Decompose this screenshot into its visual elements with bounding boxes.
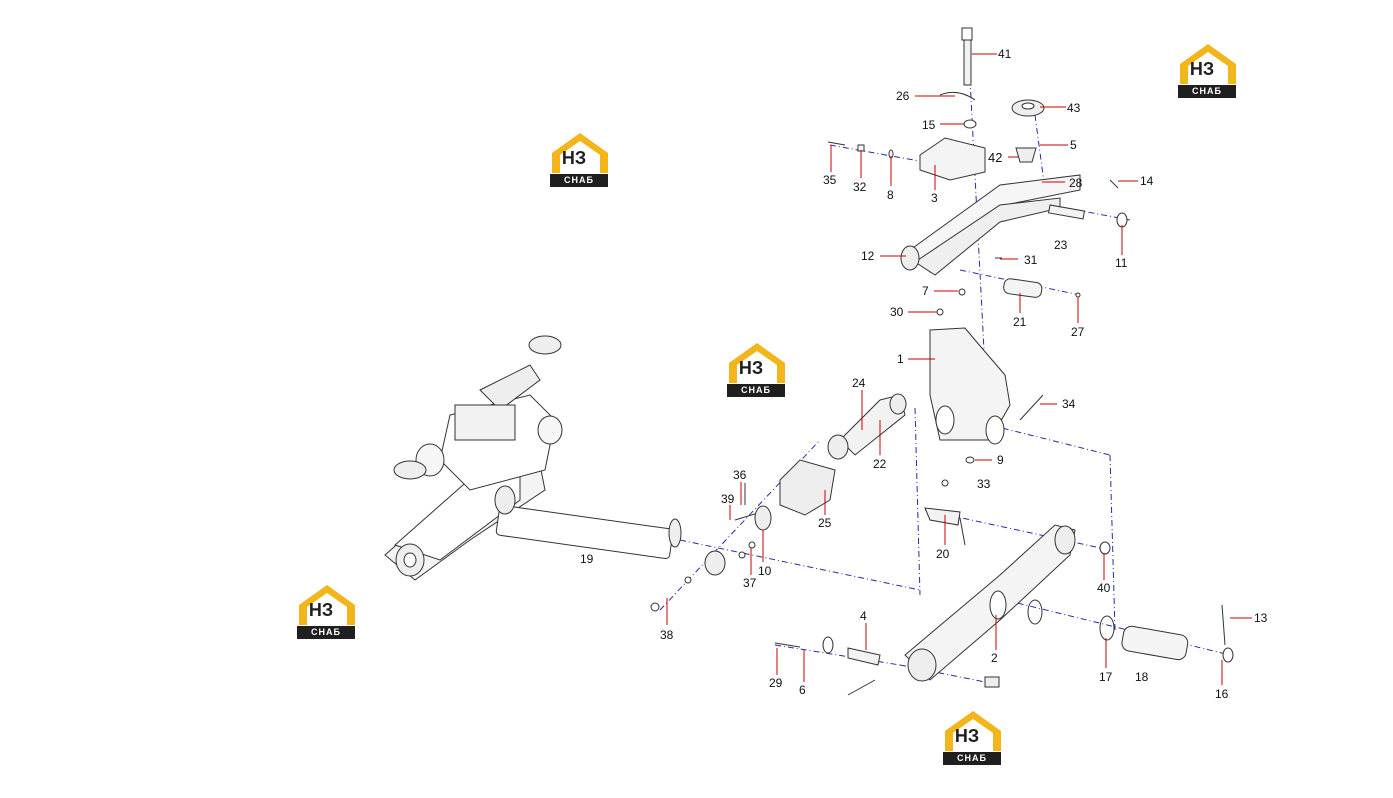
callout-6: 6 (799, 683, 806, 697)
callout-2: 2 (991, 651, 998, 665)
callout-19: 19 (580, 552, 594, 566)
brand-logo: НЗ СНАБ (727, 341, 787, 397)
callout-41: 41 (998, 47, 1012, 61)
callout-25: 25 (818, 516, 832, 530)
callout-1: 1 (897, 352, 904, 366)
callout-40: 40 (1097, 581, 1111, 595)
leader-lines (666, 53, 1252, 685)
callout-22: 22 (873, 457, 887, 471)
callout-38: 38 (660, 628, 674, 642)
callout-7: 7 (922, 284, 929, 298)
callout-labels: 41 26 15 43 5 42 28 14 35 32 8 3 23 11 1… (580, 47, 1268, 701)
house-logo-icon (552, 133, 608, 173)
callout-20: 20 (936, 547, 950, 561)
assembled-suspension (384, 335, 682, 581)
callout-28: 28 (1069, 176, 1083, 190)
callout-35: 35 (823, 173, 837, 187)
house-logo-icon (945, 711, 1001, 751)
brand-logo: НЗ СНАБ (943, 709, 1003, 765)
callout-29: 29 (769, 676, 783, 690)
house-logo-icon (299, 585, 355, 625)
callout-11: 11 (1115, 256, 1128, 270)
callout-3: 3 (931, 191, 938, 205)
house-logo-icon (1180, 44, 1236, 84)
brand-logo: НЗ СНАБ (1178, 42, 1238, 98)
callout-30: 30 (890, 305, 904, 319)
callout-24: 24 (852, 376, 866, 390)
callout-13: 13 (1254, 611, 1268, 625)
callout-17: 17 (1099, 670, 1113, 684)
callout-5: 5 (1070, 138, 1077, 152)
brand-logo: НЗ СНАБ (550, 131, 610, 187)
brand-logo: НЗ СНАБ (297, 583, 357, 639)
callout-12: 12 (861, 249, 875, 263)
callout-9: 9 (997, 453, 1004, 467)
callout-18: 18 (1135, 670, 1149, 684)
callout-8: 8 (887, 188, 894, 202)
callout-15: 15 (922, 118, 936, 132)
house-logo-icon (729, 343, 785, 383)
callout-4: 4 (860, 609, 867, 623)
callout-43: 43 (1067, 101, 1081, 115)
callout-10: 10 (758, 564, 772, 578)
callout-34: 34 (1062, 397, 1076, 411)
callout-21: 21 (1013, 315, 1027, 329)
callout-42: 42 (988, 150, 1002, 165)
callout-31: 31 (1024, 253, 1038, 267)
callout-36: 36 (733, 468, 747, 482)
callout-37: 37 (743, 576, 757, 590)
callout-23: 23 (1054, 238, 1068, 252)
callout-27: 27 (1071, 325, 1085, 339)
callout-26: 26 (896, 89, 910, 103)
callout-14: 14 (1140, 174, 1154, 188)
callout-16: 16 (1215, 687, 1229, 701)
callout-33: 33 (977, 477, 991, 491)
callout-39: 39 (721, 492, 735, 506)
callout-32: 32 (853, 180, 867, 194)
exploded-parts (650, 27, 1234, 696)
